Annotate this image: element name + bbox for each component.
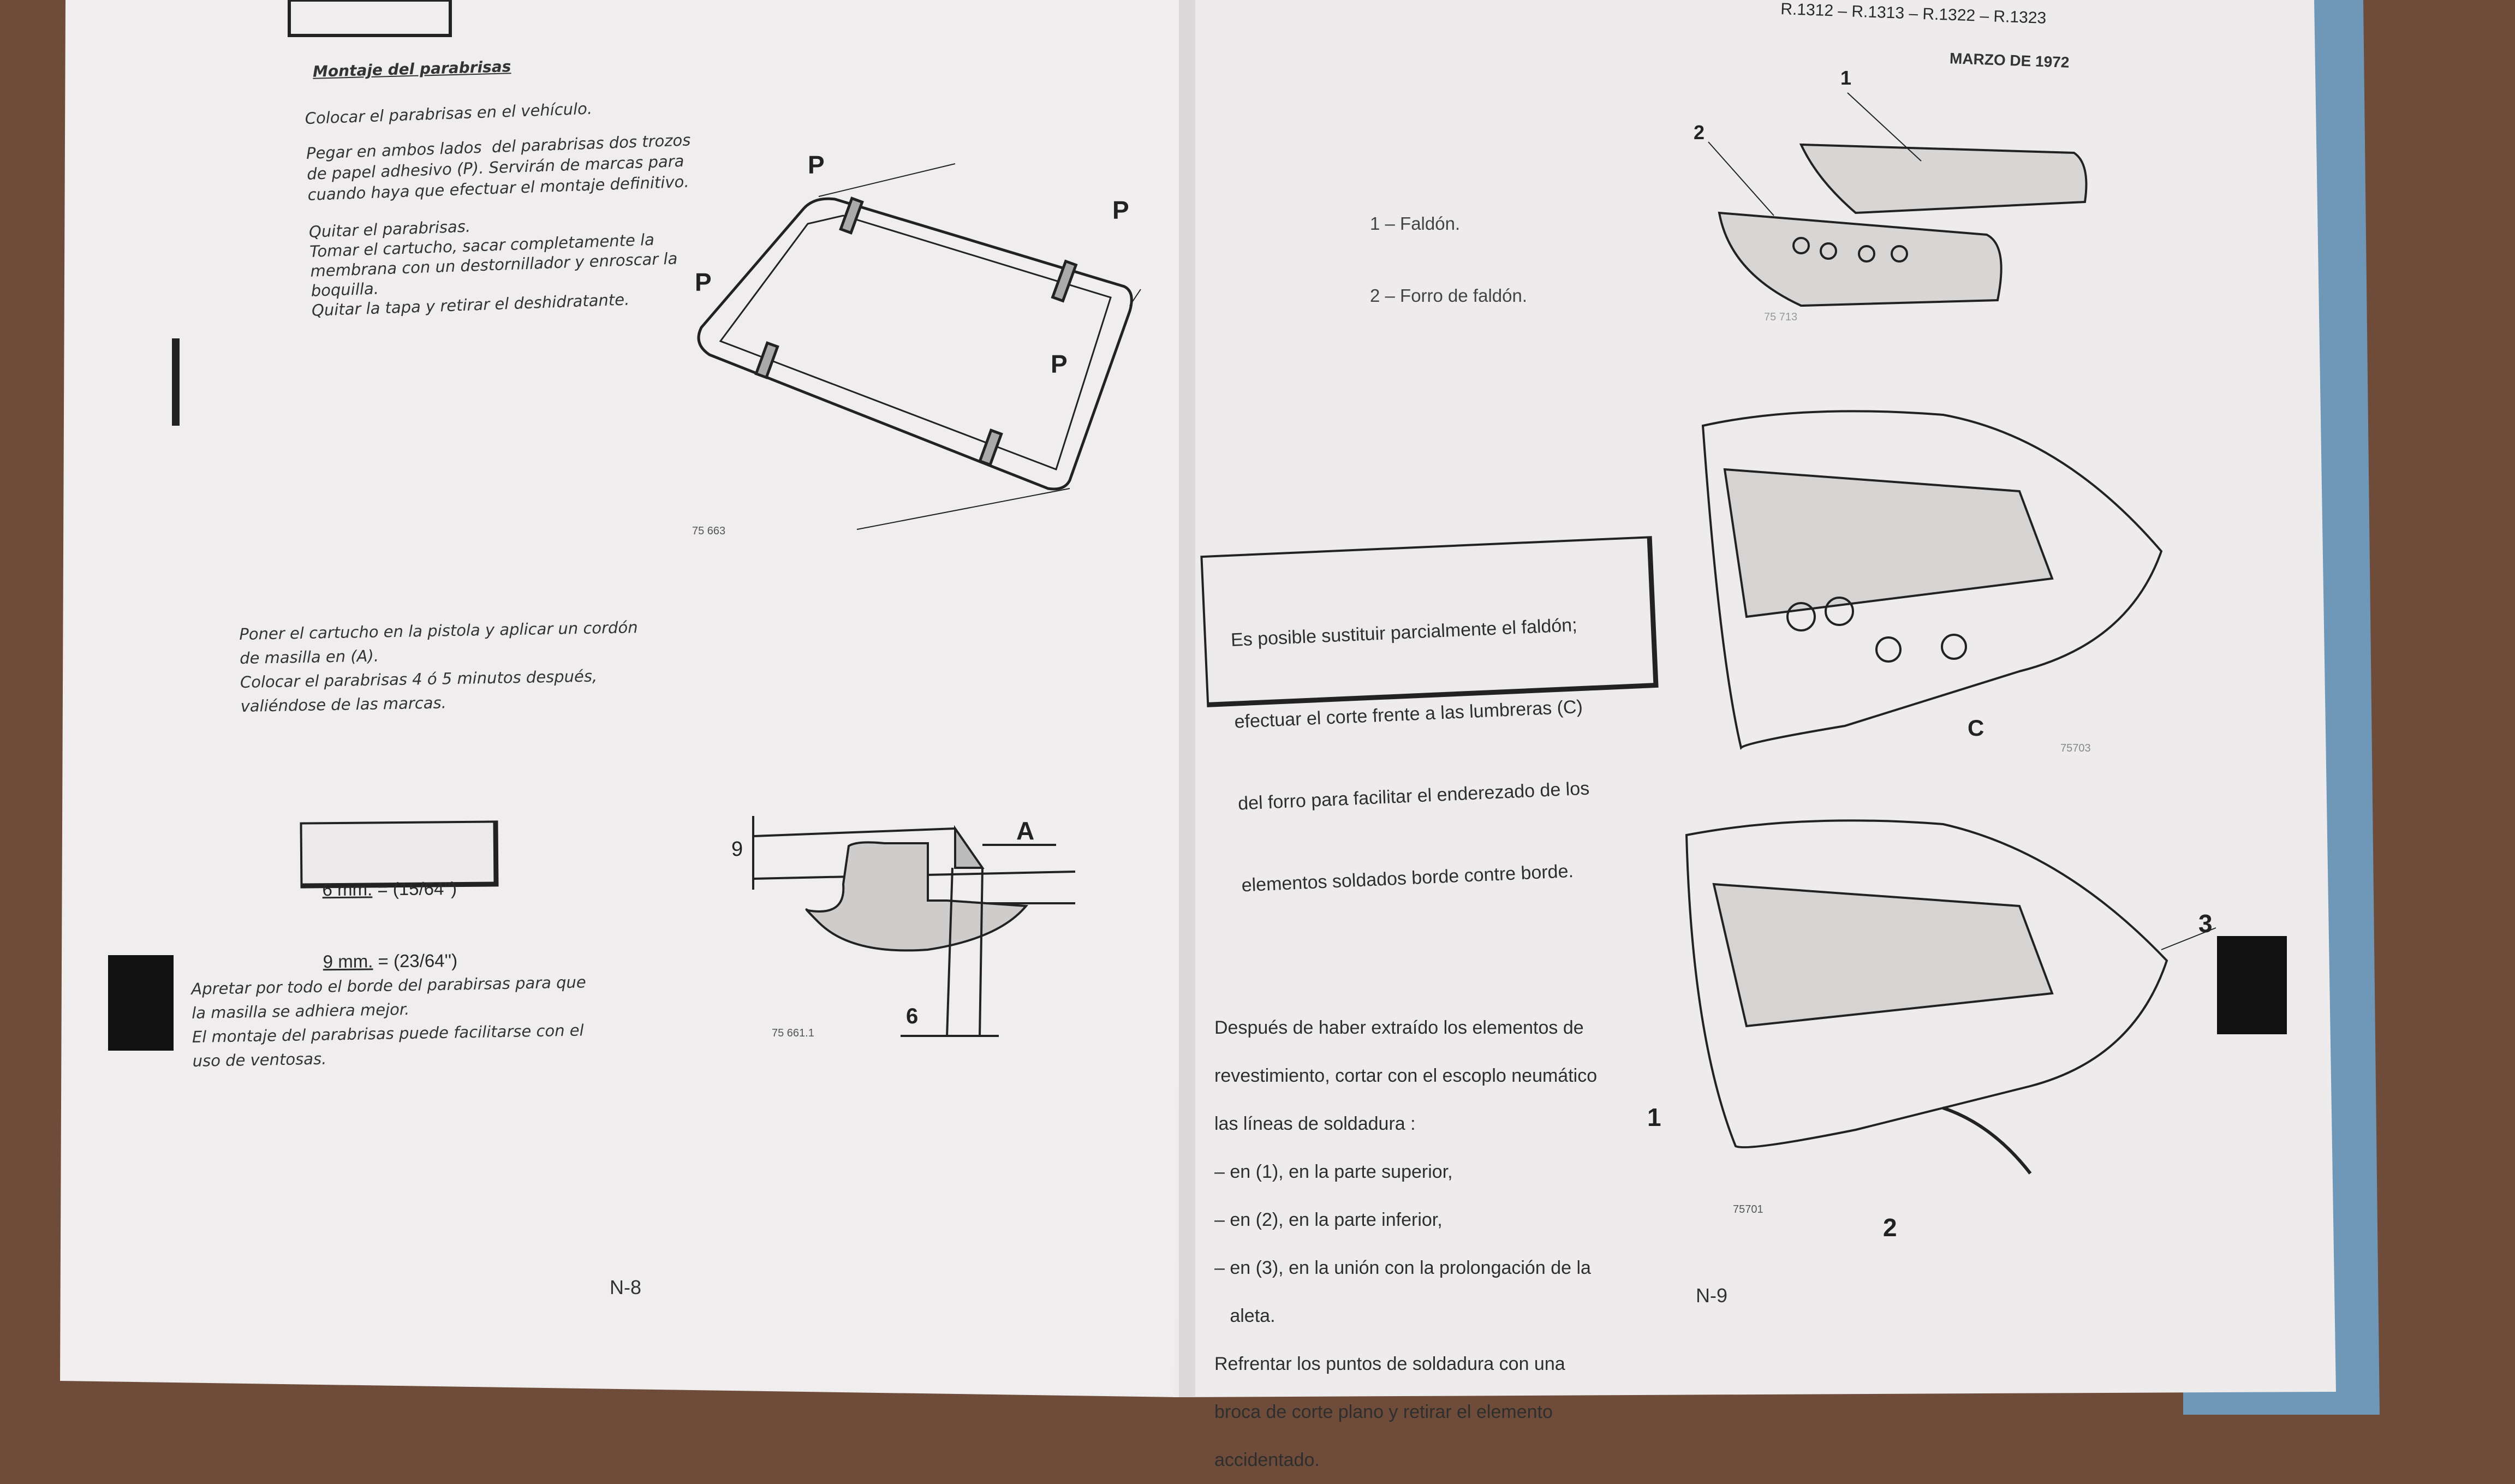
left-margin-tab (172, 338, 180, 426)
body-line: accidentado. (1214, 1450, 1320, 1470)
body-line: – en (1), en la parte superior, (1214, 1161, 1453, 1182)
right-page (1173, 0, 2336, 1397)
right-thumb-tab (2217, 936, 2287, 1034)
callout-c: C (1968, 715, 1984, 741)
instructions-block-2: Poner el cartucho en la pistola y aplica… (239, 615, 639, 718)
rear-body-cut-illustration (1685, 819, 2216, 1175)
skirt-panels-illustration (1708, 92, 2088, 307)
callout-2: 2 (1694, 121, 1705, 144)
note-line: elementos soldados borde contre borde. (1241, 860, 1574, 896)
mark-p: P (1051, 350, 1068, 378)
book-gutter (1179, 0, 1195, 1397)
figure-number: 75 661.1 (772, 1027, 814, 1039)
body-text: Después de haber extraído los elementos … (1214, 993, 1597, 1484)
callout-3: 3 (2198, 909, 2213, 938)
figure-number: 75703 (2060, 742, 2091, 754)
open-book-background (60, 0, 2380, 1415)
instructions-block-1: Colocar el parabrisas en el vehículo. Pe… (305, 93, 696, 322)
windshield-illustration (697, 163, 1141, 530)
conversion-box: 6 mm. = (15/64'') 9 mm. = (23/64'') (300, 820, 499, 972)
dimension-6: 6 (906, 1004, 919, 1028)
body-line: – en (2), en la parte inferior, (1214, 1209, 1443, 1230)
body-line: – en (3), en la unión con la prolongació… (1214, 1257, 1591, 1278)
note-line: efectuar el corte frente a las lumbreras… (1233, 696, 1583, 732)
conversion-row: 6 mm. = (15/64'') (322, 878, 457, 900)
note-line: del forro para facilitar el enderezado d… (1237, 778, 1590, 814)
mark-a: A (1016, 817, 1035, 845)
conversion-row: 9 mm. = (23/64'') (323, 950, 458, 972)
callout-1: 1 (1647, 1103, 1661, 1131)
body-line: Después de haber extraído los elementos … (1214, 1017, 1584, 1038)
mark-p: P (695, 268, 712, 296)
body-line: revestimiento, cortar con el escoplo neu… (1214, 1065, 1598, 1086)
mark-p: P (1112, 196, 1129, 224)
legend-item: 2 – Forro de faldón. (1370, 285, 1528, 306)
rear-body-illustration (1701, 410, 2163, 750)
top-thumbnail-illustration (288, 0, 452, 37)
body-line: Refrentar los puntos de soldadura con un… (1214, 1354, 1565, 1374)
page-number-left: N-8 (610, 1276, 642, 1298)
figure-number: 75701 (1733, 1203, 1763, 1215)
callout-1: 1 (1840, 67, 1852, 89)
seal-cross-section-illustration (752, 816, 1076, 1038)
legend-item: 1 – Faldón. (1370, 213, 1461, 234)
dimension-9: 9 (731, 838, 743, 861)
page-number-right: N-9 (1696, 1284, 1728, 1307)
figure-number: 75 713 (1764, 311, 1798, 323)
figure-legend: 1 – Faldón. 2 – Forro de faldón. (1370, 164, 1527, 332)
body-line: aleta. (1214, 1306, 1276, 1326)
note-box: Es posible sustituir parcialmente el fal… (1200, 536, 1659, 896)
callout-2: 2 (1883, 1213, 1897, 1242)
left-thumb-tab (108, 955, 174, 1051)
instructions-block-3: Apretar por todo el borde del parabirsas… (191, 970, 587, 1073)
left-page (60, 0, 1187, 1397)
mark-p: P (808, 151, 825, 179)
note-line: Es posible sustituir parcialmente el fal… (1230, 615, 1578, 651)
figure-number: 75 663 (692, 525, 726, 537)
body-line: las líneas de soldadura : (1214, 1113, 1416, 1134)
body-line: broca de corte plano y retirar el elemen… (1214, 1402, 1553, 1422)
